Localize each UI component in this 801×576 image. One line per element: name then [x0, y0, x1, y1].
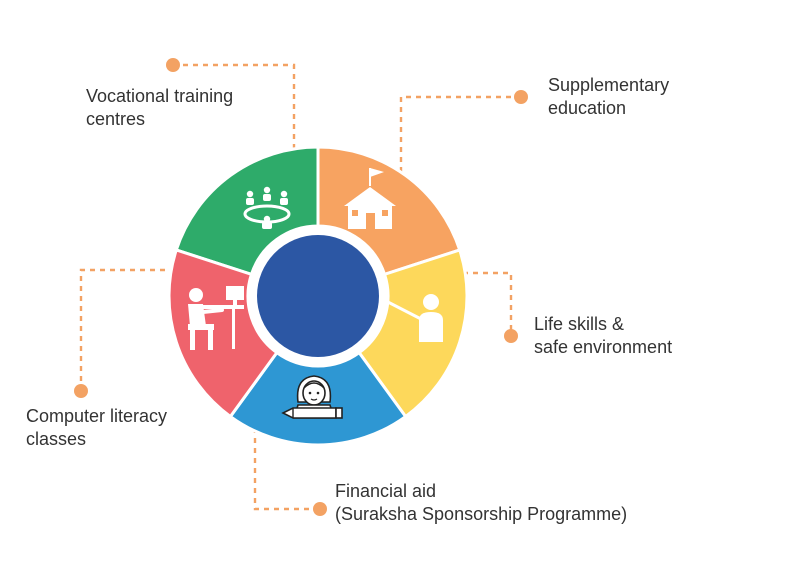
connector-computer [79, 268, 170, 391]
label-vocational-line1: Vocational training [86, 86, 234, 106]
label-computer-literacy: Computer literacy classes [26, 405, 167, 451]
dot-computer [74, 384, 88, 398]
school-house-icon [344, 168, 396, 229]
label-computer-line2: classes [26, 429, 87, 449]
label-supplementary-line1: Supplementary [548, 75, 670, 95]
dot-vocational [166, 58, 180, 72]
label-computer-line1: Computer literacy [26, 406, 168, 426]
computer-user-icon [188, 286, 244, 350]
connectors [79, 63, 521, 511]
connector-lifeskills [463, 271, 513, 336]
connector-financial [253, 428, 320, 511]
label-supplementary-education: Supplementary education [548, 74, 669, 120]
label-lifeskills-line2: safe environment [534, 337, 673, 357]
label-vocational-line2: centres [86, 109, 146, 129]
connector-vocational [173, 63, 296, 150]
label-financial-line2: (Suraksha Sponsorship Programme) [335, 504, 628, 524]
teacher-pointer-icon [382, 294, 443, 342]
group-meeting-icon [243, 186, 291, 229]
label-vocational-training: Vocational training centres [86, 85, 233, 131]
connector-dots [74, 58, 528, 516]
label-financial-aid: Financial aid (Suraksha Sponsorship Prog… [335, 480, 627, 526]
label-lifeskills-line1: Life skills & [534, 314, 625, 334]
center-disc [257, 235, 379, 357]
label-financial-line1: Financial aid [335, 481, 437, 501]
dot-supplementary [514, 90, 528, 104]
label-supplementary-line2: education [548, 98, 627, 118]
dot-financial [313, 502, 327, 516]
dot-lifeskills [504, 329, 518, 343]
girl-with-pencil-icon [281, 375, 343, 419]
label-life-skills: Life skills & safe environment [534, 313, 672, 359]
connector-supplementary [399, 95, 521, 182]
